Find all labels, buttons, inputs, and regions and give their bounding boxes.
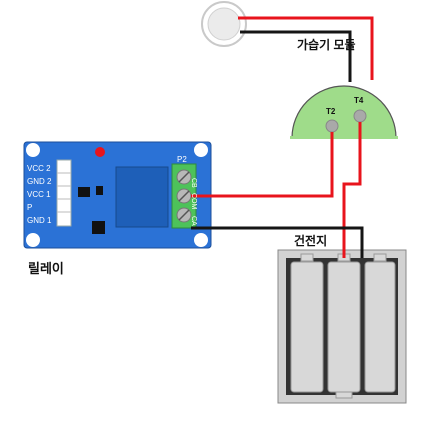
terminal-label-cb: CB [190,178,197,188]
humidifier-module-label: 가습기 모듈 [297,38,356,52]
battery-label: 건전지 [294,234,328,248]
pin-label-vcc1: VCC 1 [27,190,51,199]
circuit-wires [191,122,364,258]
status-led [95,147,105,157]
pin-label-gnd1: GND 1 [27,216,52,225]
terminal-label-ca: CA [190,216,197,226]
battery-pack [277,249,407,404]
terminal-label-com: COM [190,193,197,210]
relay-board [23,141,212,249]
disc-wires [238,16,374,82]
terminal-t4-label: T4 [354,96,364,105]
humidifier-module [290,85,398,139]
pin-label-p: P [27,203,33,212]
atomizer-disc [201,1,247,47]
screw-terminals [176,169,192,223]
relay-label: 릴레이 [28,261,64,276]
pin-label-vcc2: VCC 2 [27,164,51,173]
terminal-pads [325,109,367,133]
pin-label-gnd2: GND 2 [27,177,52,186]
terminal-t2-label: T2 [326,107,336,116]
header-label-p2: P2 [177,155,187,164]
